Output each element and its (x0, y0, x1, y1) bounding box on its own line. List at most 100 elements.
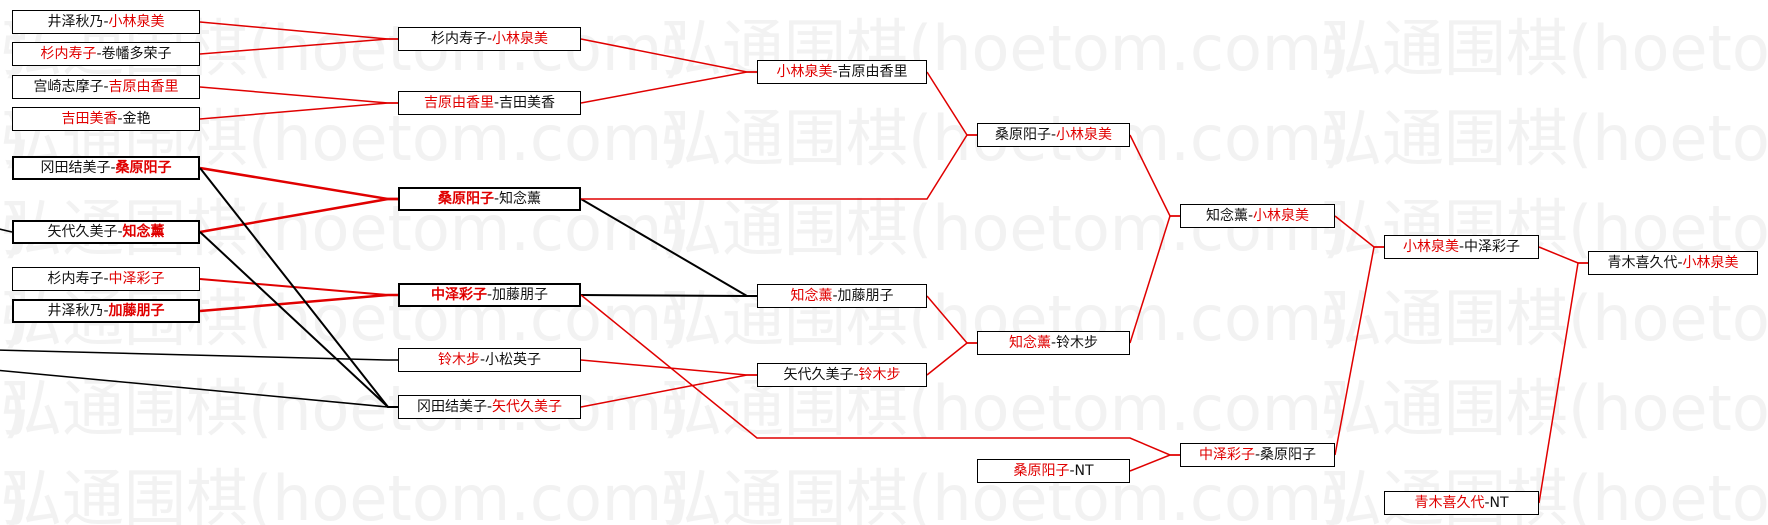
match-player: 青木喜久代 (1607, 255, 1678, 271)
match-player: 吉原由香里 (837, 64, 908, 80)
match-winner: 小林泉美 (1402, 239, 1459, 255)
match-player: 铃木步 (1056, 335, 1099, 351)
match-node-r3-3[interactable]: 矢代久美子-铃木步 (757, 363, 927, 387)
match-winner: 知念薰 (790, 288, 833, 304)
connector-r2_3-r3_2 (580, 198, 757, 297)
separator: - (1069, 463, 1075, 479)
match-player: 桑原阳子 (1260, 447, 1317, 463)
separator: - (832, 288, 838, 304)
separator: - (1050, 335, 1057, 351)
match-node-r1-2[interactable]: 杉内寿子-卷幡多荣子 (12, 42, 200, 66)
match-node-r7-1[interactable]: 青木喜久代-小林泉美 (1588, 251, 1758, 275)
match-winner: 小林泉美 (1253, 208, 1310, 224)
match-winner: 杉内寿子 (40, 46, 97, 62)
connector-r3_1-r4_1 (926, 71, 977, 136)
match-winner: 铃木步 (858, 367, 901, 383)
match-winner: 小林泉美 (108, 14, 165, 30)
separator: - (832, 64, 838, 80)
match-node-r3-2[interactable]: 知念薰-加藤朋子 (757, 284, 927, 308)
connector-r2_3-r4_1 (581, 134, 977, 200)
match-player: 桑原阳子 (994, 127, 1051, 143)
match-winner: 中泽彩子 (108, 271, 165, 287)
match-node-r3-1[interactable]: 小林泉美-吉原由香里 (757, 60, 927, 84)
match-winner: 桑原阳子 (115, 160, 172, 176)
match-node-r1-4[interactable]: 吉田美香-金艳 (12, 107, 200, 131)
connector-r3_2-r4_2 (926, 295, 977, 344)
separator: - (1254, 447, 1261, 463)
match-winner: 中泽彩子 (1198, 447, 1255, 463)
match-node-r1-3[interactable]: 宫崎志摩子-吉原由香里 (12, 75, 200, 99)
match-winner: 小林泉美 (1056, 127, 1113, 143)
separator: - (486, 287, 493, 303)
match-player: NT (1489, 495, 1509, 511)
match-player: 冈田结美子 (40, 160, 111, 176)
match-node-r2-4[interactable]: 中泽彩子-加藤朋子 (398, 283, 581, 307)
match-player: 冈田结美子 (416, 399, 487, 415)
match-node-r2-2[interactable]: 吉原由香里-吉田美香 (398, 91, 581, 115)
connector-offpage-r2_5 (0, 349, 398, 361)
match-winner: 吉田美香 (61, 111, 118, 127)
match-player: 吉田美香 (499, 95, 556, 111)
connector-r4_3-r5_2 (1129, 454, 1180, 472)
connector-offpage-r2_6 (0, 369, 398, 408)
match-node-r2-6[interactable]: 冈田结美子-矢代久美子 (398, 395, 581, 419)
connector-r1_6-r2_3 (199, 197, 398, 234)
separator: - (103, 271, 109, 287)
match-winner: 小林泉美 (492, 31, 549, 47)
separator: - (1050, 127, 1057, 143)
match-node-r4-1[interactable]: 桑原阳子-小林泉美 (977, 123, 1130, 147)
match-player: 井泽秋乃 (47, 303, 104, 319)
match-player: 矢代久美子 (47, 224, 118, 240)
match-node-r5-3[interactable]: 青木喜久代-NT (1384, 491, 1539, 515)
match-player: 加藤朋子 (837, 288, 894, 304)
separator: - (486, 399, 493, 415)
match-node-r1-6[interactable]: 矢代久美子-知念薰 (12, 220, 200, 244)
separator: - (1677, 255, 1683, 271)
match-winner: 铃木步 (437, 352, 480, 368)
connector-r1_4-r2_2 (199, 102, 398, 120)
match-node-r2-3[interactable]: 桑原阳子-知念薰 (398, 187, 581, 211)
match-player: 杉内寿子 (430, 31, 487, 47)
separator: - (110, 160, 116, 176)
match-winner: 小林泉美 (776, 64, 833, 80)
connector-r2_4-r3_2 (580, 294, 757, 297)
connector-offpage-r1_6 (0, 228, 13, 233)
match-node-r1-5[interactable]: 冈田结美子-桑原阳子 (12, 156, 200, 180)
match-player: 金艳 (122, 111, 151, 127)
match-player: NT (1074, 463, 1094, 479)
connector-r2_2-r3_1 (580, 71, 757, 104)
match-winner: 青木喜久代 (1414, 495, 1485, 511)
connector-r3_3-r4_2 (926, 342, 977, 376)
match-winner: 知念薰 (1008, 335, 1051, 351)
connector-r4_2-r5_1 (1129, 215, 1180, 344)
match-node-r1-8[interactable]: 井泽秋乃-加藤朋子 (12, 299, 200, 323)
separator: - (103, 303, 109, 319)
match-node-r1-7[interactable]: 杉内寿子-中泽彩子 (12, 267, 200, 291)
connector-r5_3-r7_1 (1538, 262, 1588, 504)
match-node-r1-1[interactable]: 井泽秋乃-小林泉美 (12, 10, 200, 34)
connector-r5_1-r6_1 (1334, 215, 1384, 248)
separator: - (853, 367, 859, 383)
match-player: 知念薰 (1205, 208, 1248, 224)
match-node-r6-1[interactable]: 小林泉美-中泽彩子 (1384, 235, 1539, 259)
connector-r2_1-r3_1 (580, 38, 757, 73)
match-player: 宫崎志摩子 (33, 79, 104, 95)
separator: - (479, 352, 486, 368)
match-node-r2-1[interactable]: 杉内寿子-小林泉美 (398, 27, 581, 51)
match-node-r5-1[interactable]: 知念薰-小林泉美 (1180, 204, 1335, 228)
connector-r2_6-r3_3 (580, 374, 757, 408)
match-node-r2-5[interactable]: 铃木步-小松英子 (398, 348, 581, 372)
separator: - (486, 31, 493, 47)
match-winner: 加藤朋子 (108, 303, 165, 319)
separator: - (1458, 239, 1465, 255)
match-node-r4-2[interactable]: 知念薰-铃木步 (977, 331, 1130, 355)
match-player: 矢代久美子 (783, 367, 854, 383)
match-node-r5-2[interactable]: 中泽彩子-桑原阳子 (1180, 443, 1335, 467)
match-winner: 小林泉美 (1682, 255, 1739, 271)
match-node-r4-3[interactable]: 桑原阳子-NT (977, 459, 1130, 483)
connector-r5_2-r6_1 (1334, 246, 1384, 456)
match-player: 知念薰 (499, 191, 542, 207)
match-player: 井泽秋乃 (47, 14, 104, 30)
separator: - (103, 79, 109, 95)
